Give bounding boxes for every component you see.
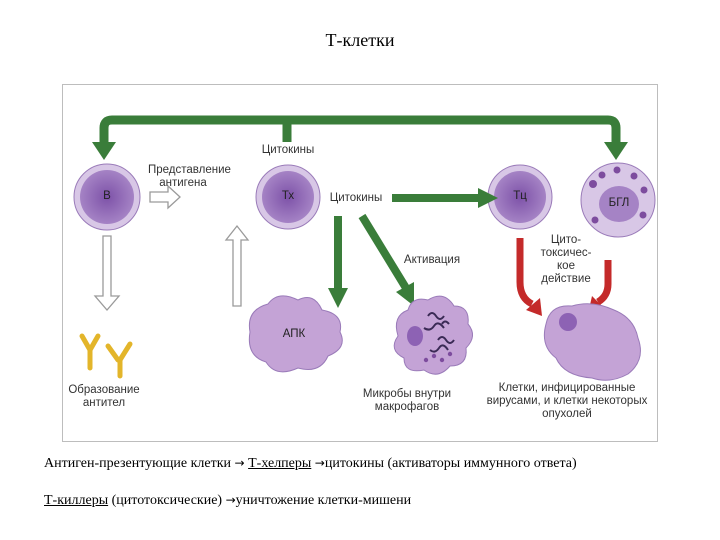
cytotoxic-action-label: Цито-токсичес-кое действие (540, 234, 592, 285)
caption-cytotoxic: (цитотоксические) (108, 493, 223, 508)
tc-cell-label: Тц (513, 190, 527, 202)
tc-cell (487, 164, 553, 230)
cytokines-top-label: Цитокины (261, 144, 315, 156)
caption-t-killers: Т-киллеры (44, 493, 109, 508)
ngl-cell-label: БГЛ (608, 197, 630, 209)
antibody-formation-label: Образование антител (68, 384, 140, 409)
b-cell (73, 163, 141, 231)
infected-cells-label: Клетки, инфицированные вирусами, и клетк… (486, 382, 648, 420)
presentation-arrow (149, 184, 181, 210)
caption-arrow-3: → (225, 493, 236, 507)
caption-line-1: Антиген-презентующие клетки → Т-хелперы … (44, 456, 577, 472)
caption-target-destruction: уничтожение клетки-мишени (235, 493, 412, 508)
diagram-frame (62, 84, 658, 442)
cytokines-mid-label: Цитокины (329, 192, 383, 204)
caption-t-helpers: Т-хелперы (248, 456, 312, 471)
antibody-left (79, 333, 101, 371)
caption-line-2: Т-киллеры (цитотоксические) →уничтожение… (44, 493, 411, 509)
antibody-right (105, 341, 133, 379)
b-cell-label: В (103, 190, 111, 202)
caption-arrow-2: → (314, 456, 325, 470)
apk-up-arrow (224, 224, 250, 307)
caption-arrow-1: → (234, 456, 245, 470)
t-cells-diagram: В Тх Тц БГЛ АПК Цитокины Представление а… (62, 84, 658, 442)
microbes-label: Микробы внутри макрофагов (362, 388, 452, 413)
top-bracket-arrow (99, 115, 621, 148)
arrow-to-macrophage (358, 213, 410, 291)
macrophage-cell (393, 295, 473, 375)
th-cell (255, 164, 321, 230)
apk-cell (248, 295, 343, 373)
red-arrow-left (516, 238, 534, 308)
arrowhead-to-b (92, 142, 116, 160)
page-title: Т-клетки (325, 30, 395, 50)
activation-label: Активация (403, 254, 461, 266)
red-arrow-right (596, 260, 612, 306)
arrowhead-to-ngl (604, 142, 628, 160)
caption-apc: Антиген-презентующие клетки (44, 456, 232, 471)
th-cell-label: Тх (281, 190, 295, 202)
b-down-arrow (93, 235, 121, 311)
apk-cell-label: АПК (282, 328, 306, 340)
diagram-canvas (62, 84, 658, 442)
caption-cytokines: цитокины (активаторы иммунного ответа) (324, 456, 577, 471)
antigen-presentation-label: Представление антигена (148, 164, 231, 189)
target-cell (543, 303, 641, 381)
ngl-cell (580, 162, 656, 238)
